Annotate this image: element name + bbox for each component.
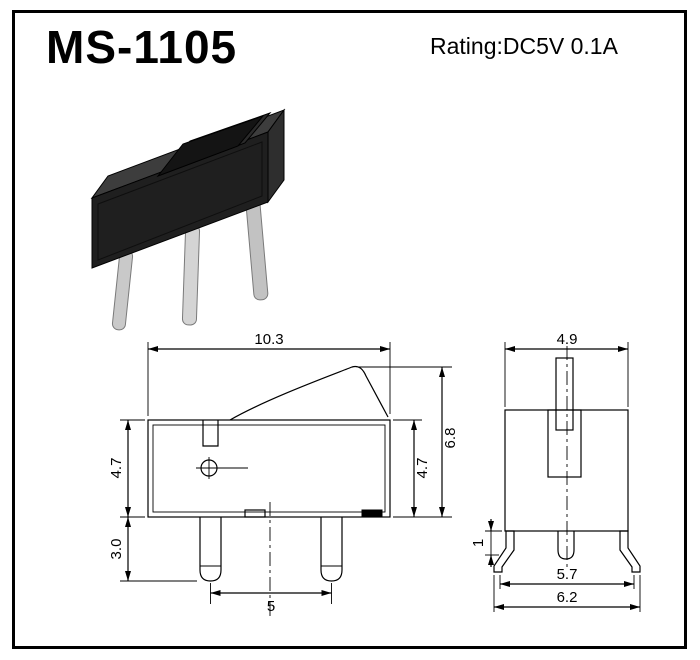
pin-middle: [181, 224, 201, 326]
side-dim-leg-span-label: 5.7: [557, 566, 578, 583]
front-dimensions: 10.3 4.7 3.0 4.7 6.8 5: [108, 331, 459, 615]
side-right-leg: [619, 530, 641, 573]
lever-profile: [229, 365, 389, 421]
side-lever-blade: [555, 357, 574, 431]
body-front-inset: [97, 141, 263, 261]
front-pins: [199, 517, 343, 582]
body-inner: [152, 424, 386, 513]
front-dim-body-height-right-label: 4.7: [414, 458, 431, 479]
front-dim-overall-height-label: 6.8: [442, 428, 459, 449]
side-body: [504, 409, 629, 532]
terminal-mark-left: [244, 509, 266, 518]
side-body-outline: [493, 357, 641, 573]
rating-text: Rating:DC5V 0.1A: [430, 33, 618, 59]
front-dim-pin-length-label: 3.0: [108, 539, 125, 560]
front-dim-pin-pitch-label: 5: [267, 598, 275, 615]
switch-lever: [156, 111, 272, 178]
side-dim-width-label: 4.9: [557, 331, 578, 348]
side-center-pin: [557, 531, 575, 560]
lever-front: [156, 114, 265, 178]
front-pin-right: [320, 517, 343, 582]
model-title: MS-1105: [46, 21, 238, 73]
pin-right: [245, 199, 269, 301]
terminal-mark-right: [361, 509, 383, 518]
switch-pins: [111, 199, 269, 331]
front-dim-width-label: 10.3: [254, 331, 283, 348]
front-pin-left: [199, 517, 222, 582]
front-body-outline: [147, 365, 391, 518]
pin-left: [111, 249, 134, 331]
body-outer: [147, 419, 391, 518]
front-dim-body-height-left-label: 4.7: [108, 458, 125, 479]
side-dim-step-height-label: 1: [470, 539, 487, 547]
product-photo: [90, 108, 286, 331]
side-dimensions: 4.9 1 5.7 6.2: [470, 331, 641, 612]
top-notch: [202, 420, 219, 447]
side-dim-overall-width-label: 6.2: [557, 589, 578, 606]
side-view-drawing: 4.9 1 5.7 6.2: [470, 331, 641, 612]
front-view-drawing: 10.3 4.7 3.0 4.7 6.8 5: [108, 331, 459, 620]
side-left-leg: [493, 530, 515, 573]
side-lever-channel: [547, 409, 582, 478]
page-border: [12, 10, 687, 649]
